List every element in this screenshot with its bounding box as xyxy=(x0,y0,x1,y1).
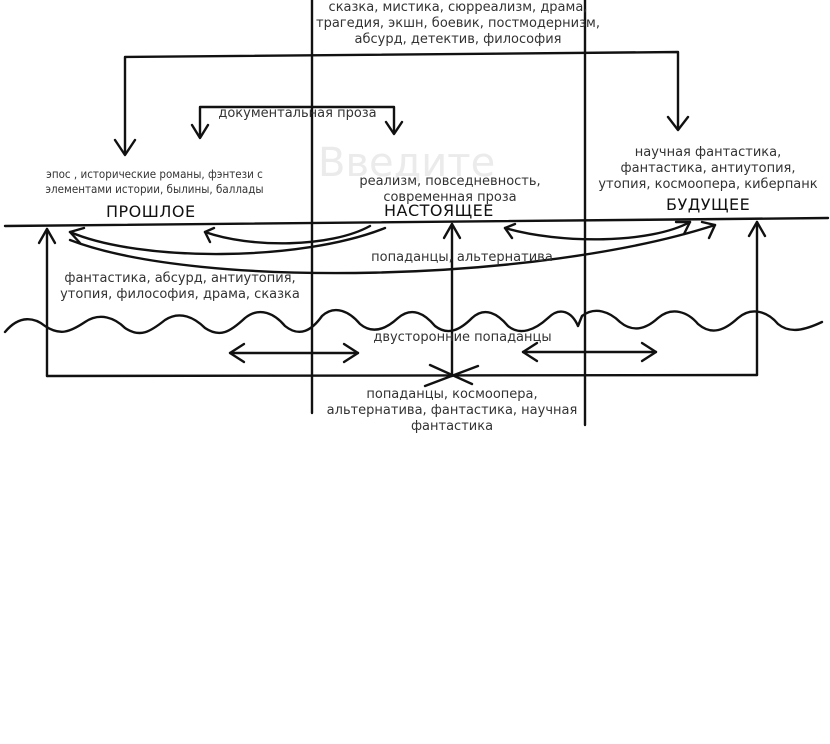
left-vertical-head xyxy=(37,227,57,245)
curve-past-future-long xyxy=(68,223,717,275)
past-genres-line-2: элементами истории, былины, баллады xyxy=(45,182,264,196)
top-genres-line-3: абсурд, детектив, философия xyxy=(354,32,562,47)
lower-left-genres-label: фантастика, абсурд, антиутопия, утопия, … xyxy=(40,271,320,303)
future-genres-line-3: утопия, космоопера, киберпанк xyxy=(598,177,818,192)
bottom-line-3: фантастика xyxy=(410,419,494,434)
period-past: ПРОШЛОЕ xyxy=(106,202,196,221)
future-genres-line-2: фантастика, антиутопия, xyxy=(620,161,796,176)
two-way-label: двусторонние попаданцы xyxy=(373,330,552,345)
two-way-left-head-b xyxy=(342,342,360,364)
present-genres-label: реализм, повседневность, современная про… xyxy=(340,174,560,206)
top-genres-label: сказка, мистика, сюрреализм, драма, траг… xyxy=(298,0,618,48)
documentary-head-right xyxy=(384,120,404,136)
curve-present-future-head xyxy=(503,222,517,240)
bottom-cross-b xyxy=(428,363,474,386)
curve-past-present xyxy=(68,226,387,256)
curve-present-future-tip xyxy=(674,220,692,236)
present-genres-line-2: современная проза xyxy=(383,190,517,205)
past-genres-label: эпос , исторические романы, фэнтези с эл… xyxy=(42,167,267,197)
watermark-text: Введите xyxy=(318,140,496,186)
alternative-label: попаданцы, альтернатива xyxy=(371,250,553,265)
lower-left-line-1: фантастика, абсурд, антиутопия, xyxy=(64,271,296,286)
curve-present-future xyxy=(503,220,692,241)
documentary-bracket xyxy=(198,105,396,137)
curve-past-present-head xyxy=(68,226,86,245)
top-genres-line-2: трагедия, экшн, боевик, постмодернизм, xyxy=(316,16,600,31)
top-bracket-arrow xyxy=(123,50,680,155)
wave-line xyxy=(3,308,824,335)
bottom-line xyxy=(45,373,759,378)
present-genres-line-1: реализм, повседневность, xyxy=(359,174,541,189)
curve-long-tip xyxy=(700,220,717,240)
future-genres-line-1: научная фантастика, xyxy=(634,145,782,160)
future-genres-label: научная фантастика, фантастика, антиутоп… xyxy=(586,145,830,193)
bottom-line-1: попаданцы, космоопера, xyxy=(366,387,538,402)
documentary-label: документальная проза xyxy=(218,106,377,121)
timeline-axis xyxy=(3,216,830,228)
top-bracket-head-right xyxy=(666,115,690,132)
past-genres-line-1: эпос , исторические романы, фэнтези с xyxy=(46,167,263,181)
lower-left-line-2: утопия, философия, драма, сказка xyxy=(60,287,300,302)
bottom-genres-label: попаданцы, космоопера, альтернатива, фан… xyxy=(302,387,602,435)
top-genres-line-1: сказка, мистика, сюрреализм, драма, xyxy=(328,0,588,15)
present-vertical-head xyxy=(442,222,462,240)
period-present: НАСТОЯЩЕЕ xyxy=(384,201,494,220)
two-way-right-head-b xyxy=(640,341,658,363)
right-vertical-head xyxy=(747,220,767,238)
curve-present-doc xyxy=(203,224,372,245)
two-way-left-head-a xyxy=(228,342,246,364)
documentary-head-left xyxy=(190,123,210,140)
two-way-right-head-a xyxy=(521,341,539,363)
bottom-line-2: альтернатива, фантастика, научная xyxy=(326,403,578,418)
top-bracket-head-left xyxy=(113,138,137,157)
period-future: БУДУЩЕЕ xyxy=(666,195,751,214)
curve-present-doc-head xyxy=(203,226,216,244)
